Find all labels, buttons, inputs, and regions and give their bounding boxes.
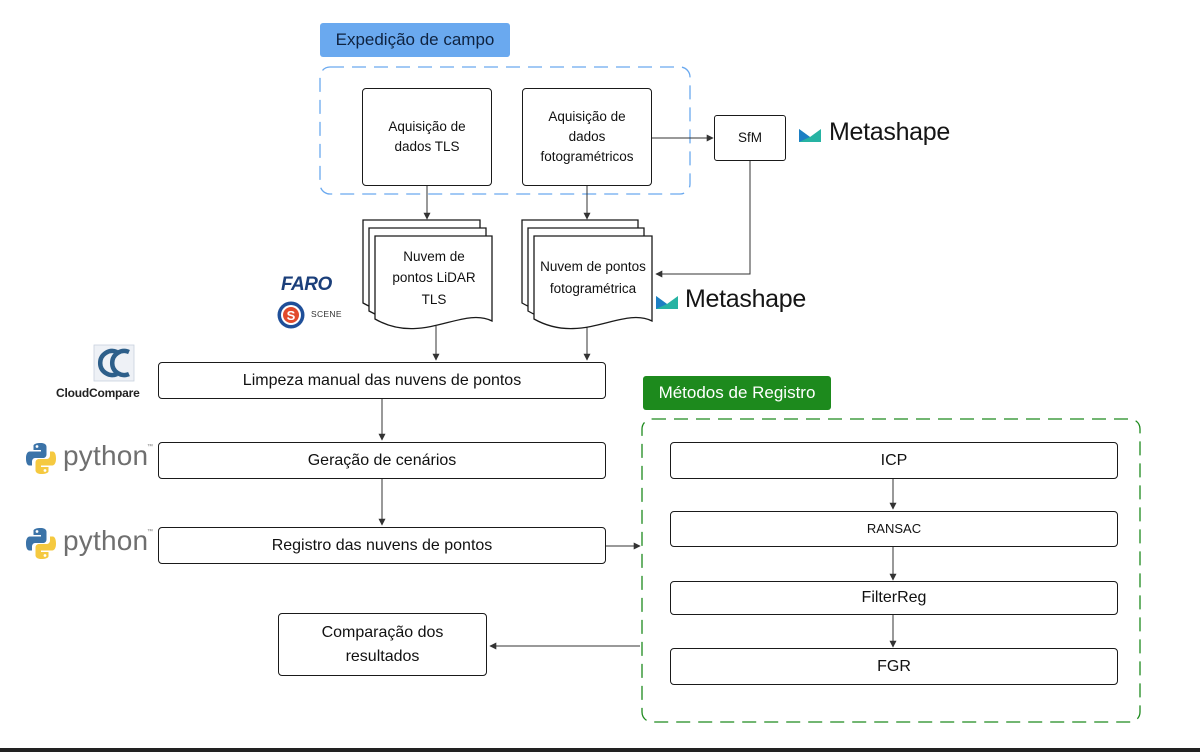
python-logo-2: python ™ [26,525,156,565]
svg-text:S: S [287,308,296,323]
metashape-logo-2: Metashape [655,285,806,319]
bottom-divider [0,748,1200,752]
photo-cloud-node: Nuvem de pontos fotogramétrica [540,259,646,296]
metashape-logo-1: Metashape [798,118,950,152]
method-fgr: FGR [670,648,1118,685]
metashape-icon [799,129,821,142]
cloudcompare-icon [93,344,135,382]
trademark-symbol: ™ [147,529,153,535]
trademark-symbol: ™ [147,444,153,450]
tls-acquisition-node: Aquisição de dados TLS [362,88,492,186]
python-wordmark: python [63,525,149,556]
comparison-node: Comparação dos resultados [278,613,487,676]
scene-icon: S [277,301,305,329]
metashape-wordmark: Metashape [685,285,806,313]
lidar-cloud-document-stack [362,219,493,330]
cleaning-node: Limpeza manual das nuvens de pontos [158,362,606,399]
photo-cloud-document-stack [521,219,653,330]
photo-acquisition-node: Aquisição de dados fotogramétricos [522,88,652,186]
lidar-cloud-node: Nuvem de pontos LiDAR TLS [392,248,476,307]
field-group-label: Expedição de campo [320,23,510,57]
sfm-node: SfM [714,115,786,161]
registration-group-label: Métodos de Registro [643,376,831,410]
metashape-wordmark: Metashape [829,118,950,146]
faro-wordmark: FARO [281,274,332,295]
cloudcompare-logo: CloudCompare [54,344,154,402]
method-icp: ICP [670,442,1118,479]
field-group-frame [319,66,691,195]
scenarios-node: Geração de cenários [158,442,606,479]
registration-node: Registro das nuvens de pontos [158,527,606,564]
python-icon [26,443,56,474]
python-wordmark: python [63,440,149,471]
scene-wordmark: SCENE [311,309,342,319]
cloudcompare-wordmark: CloudCompare [56,386,140,400]
python-icon [26,528,56,559]
faro-scene-logo: FARO S SCENE [276,274,348,332]
metashape-icon [656,296,678,309]
method-ransac: RANSAC [670,511,1118,547]
method-filterreg: FilterReg [670,581,1118,615]
arrow-sfm-to-photocloud [655,161,751,278]
python-logo-1: python ™ [26,440,156,480]
